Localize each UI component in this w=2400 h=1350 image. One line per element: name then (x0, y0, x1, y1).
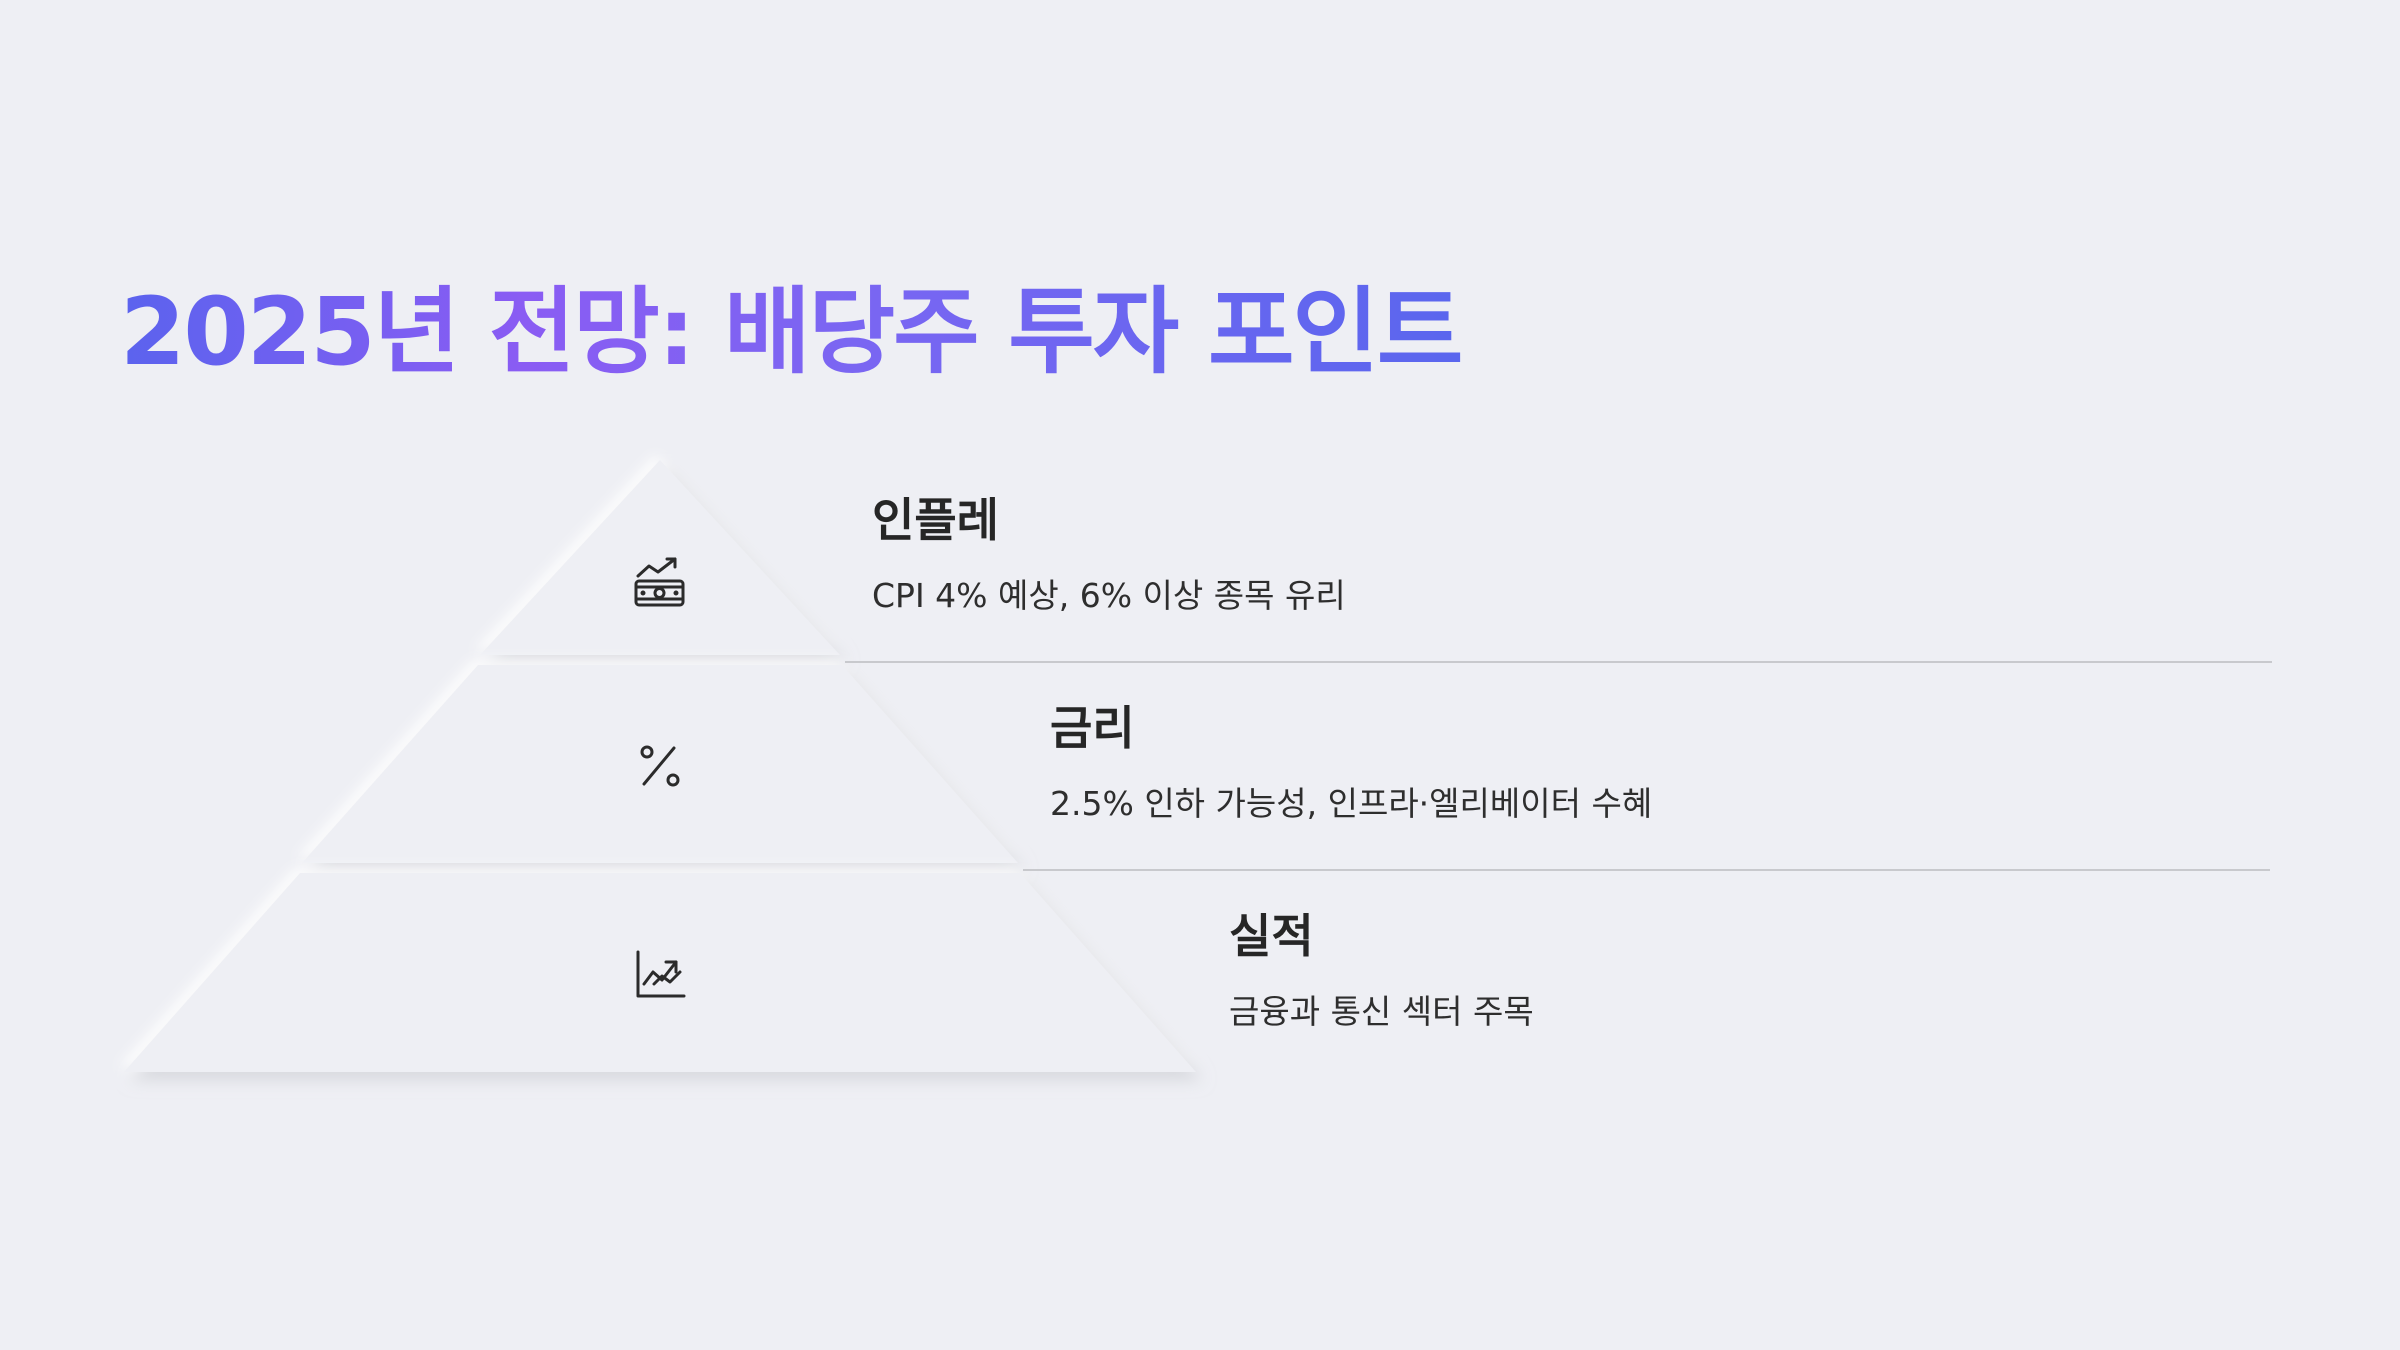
tier-description-inflation: CPI 4% 예상, 6% 이상 종목 유리 (872, 576, 1346, 615)
percent-icon (632, 738, 688, 794)
page-title: 2025년 전망: 배당주 투자 포인트 (120, 268, 1463, 398)
tier-heading-earnings: 실적 (1229, 909, 1314, 963)
divider (845, 661, 2272, 663)
tier-heading-interest-rate: 금리 (1050, 701, 1135, 755)
money-trend-icon (632, 554, 688, 610)
pyramid-tier-top (480, 460, 840, 655)
tier-heading-inflation: 인플레 (872, 493, 999, 547)
tier-description-earnings: 금융과 통신 섹터 주목 (1229, 992, 1534, 1031)
tier-description-interest-rate: 2.5% 인하 가능성, 인프라·엘리베이터 수혜 (1050, 784, 1653, 823)
pyramid-tier-bottom (124, 873, 1196, 1072)
divider (1023, 869, 2270, 871)
chart-trend-icon (632, 946, 688, 1002)
